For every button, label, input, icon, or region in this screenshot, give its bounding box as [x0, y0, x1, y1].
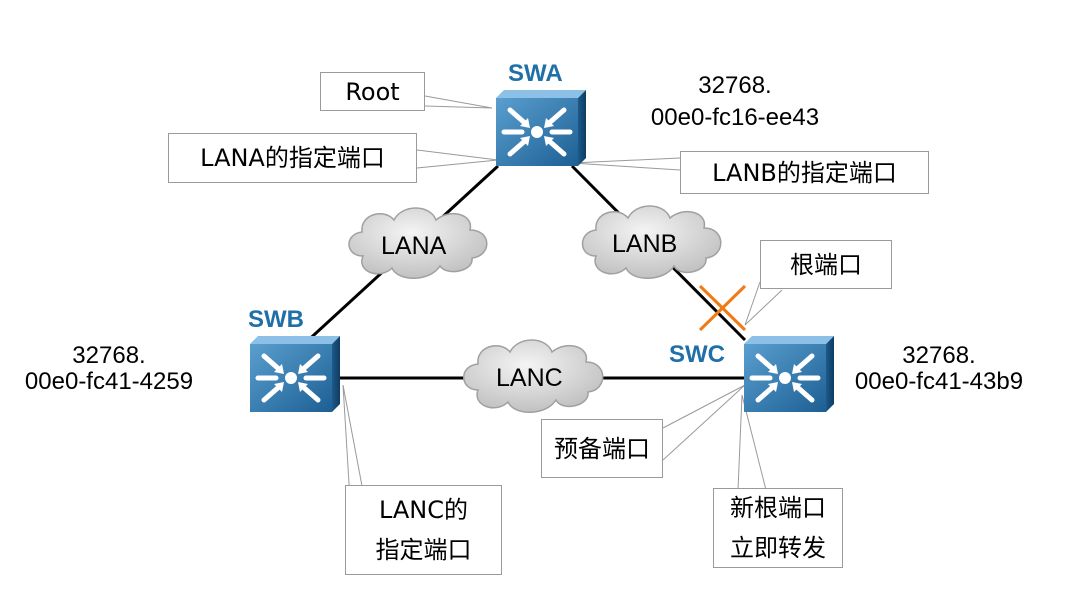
lanb-cloud-icon	[581, 205, 722, 279]
lan-cloud-lanb	[581, 205, 722, 279]
lan-cloud-lana	[348, 207, 488, 279]
lanc-label: LANC	[496, 364, 563, 392]
switch-swb	[250, 336, 340, 412]
callout-root: Root	[320, 72, 425, 111]
swc-bridge-id: 32768. 00e0-fc41-43b9	[834, 342, 1044, 396]
swa-mac: 00e0-fc16-ee43	[650, 104, 820, 131]
swa-priority: 32768.	[698, 72, 772, 99]
swb-network-switch-icon	[250, 336, 340, 412]
lana-label: LANA	[381, 232, 447, 260]
lan-cloud-lanc	[463, 339, 604, 413]
swc-priority: 32768.	[902, 342, 976, 369]
swa-name: SWA	[508, 60, 563, 87]
swc-mac: 00e0-fc41-43b9	[854, 368, 1024, 395]
callout-new-root-port: 新根端口 立即转发	[713, 488, 843, 568]
callout-new-root-line2: 立即转发	[730, 534, 826, 562]
swb-priority: 32768.	[72, 342, 146, 369]
lanb-label: LANB	[612, 230, 678, 258]
callout-lanc-designated-port: LANC的 指定端口	[345, 485, 502, 575]
callout-new-root-line1: 新根端口	[730, 494, 826, 522]
swc-network-switch-icon	[744, 336, 834, 412]
swa-network-switch-icon	[496, 90, 586, 166]
switch-swa	[496, 90, 586, 166]
swb-name: SWB	[248, 306, 304, 333]
callout-lana-designated-port: LANA的指定端口	[168, 133, 417, 183]
callout-root-port: 根端口	[760, 240, 892, 289]
lanc-cloud-icon	[463, 339, 604, 413]
callout-lanc-line1: LANC的	[378, 496, 469, 524]
callout-alternate-port: 预备端口	[541, 419, 663, 478]
swb-bridge-id: 32768. 00e0-fc41-4259	[4, 342, 214, 396]
swa-bridge-id: 32768. 00e0-fc16-ee43	[630, 72, 840, 132]
swb-mac: 00e0-fc41-4259	[24, 368, 194, 395]
swc-name: SWC	[669, 341, 725, 368]
callout-lanb-designated-port: LANB的指定端口	[680, 151, 929, 194]
lana-cloud-icon	[348, 207, 488, 279]
switch-swc	[744, 336, 834, 412]
cross-mark-icon	[698, 284, 747, 332]
callout-lanc-line2: 指定端口	[375, 536, 472, 564]
